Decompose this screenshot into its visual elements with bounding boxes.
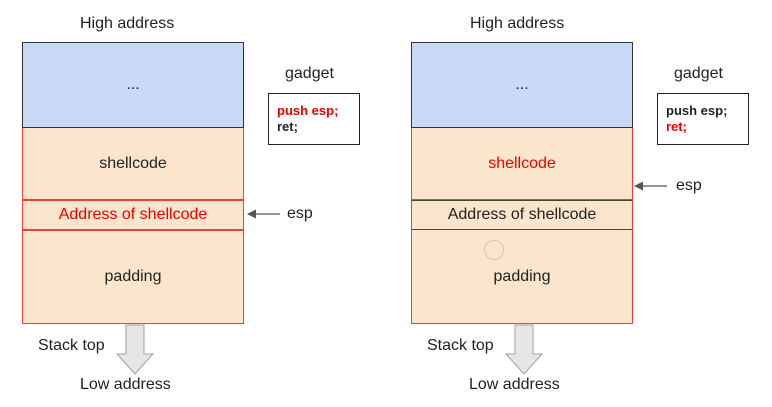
esp-pointer-arrow-icon	[247, 209, 280, 219]
low-address-label: Low address	[469, 376, 560, 393]
stack-segment-upper: ...	[411, 42, 633, 128]
gadget-line-push: push esp;	[277, 103, 339, 118]
stack-segment-padding: padding	[411, 230, 633, 324]
gadget-line-ret: ret;	[277, 119, 298, 134]
gadget-title: gadget	[285, 65, 334, 82]
gadget-title: gadget	[674, 65, 723, 82]
gadget-line-push: push esp;	[666, 103, 728, 118]
marker-circle	[484, 240, 504, 260]
high-address-label: High address	[80, 15, 175, 32]
stack-top-label: Stack top	[38, 337, 105, 354]
stack-segment-address: Address of shellcode	[22, 200, 244, 230]
stack-diagram-before: High address ... shellcode Address of sh…	[0, 0, 380, 407]
stack-segment-shellcode: shellcode	[22, 128, 244, 200]
gadget-line-ret: ret;	[666, 119, 687, 134]
high-address-label: High address	[470, 15, 565, 32]
low-address-label: Low address	[80, 376, 171, 393]
stack-segment-address: Address of shellcode	[411, 200, 633, 230]
stack-diagram-after: High address ... shellcode Address of sh…	[390, 0, 770, 407]
gadget-box: push esp; ret;	[268, 93, 360, 145]
down-arrow-icon	[505, 324, 543, 375]
stack-segment-shellcode: shellcode	[411, 128, 633, 200]
esp-label: esp	[287, 205, 313, 222]
esp-pointer-arrow-icon	[634, 181, 667, 191]
stack-frame: ... shellcode Address of shellcode paddi…	[22, 42, 244, 324]
stack-frame: ... shellcode Address of shellcode paddi…	[411, 42, 633, 324]
stack-top-label: Stack top	[427, 337, 494, 354]
gadget-box: push esp; ret;	[657, 93, 749, 145]
esp-label: esp	[676, 177, 702, 194]
stack-segment-upper: ...	[22, 42, 244, 128]
stack-segment-padding: padding	[22, 230, 244, 324]
down-arrow-icon	[116, 324, 154, 375]
